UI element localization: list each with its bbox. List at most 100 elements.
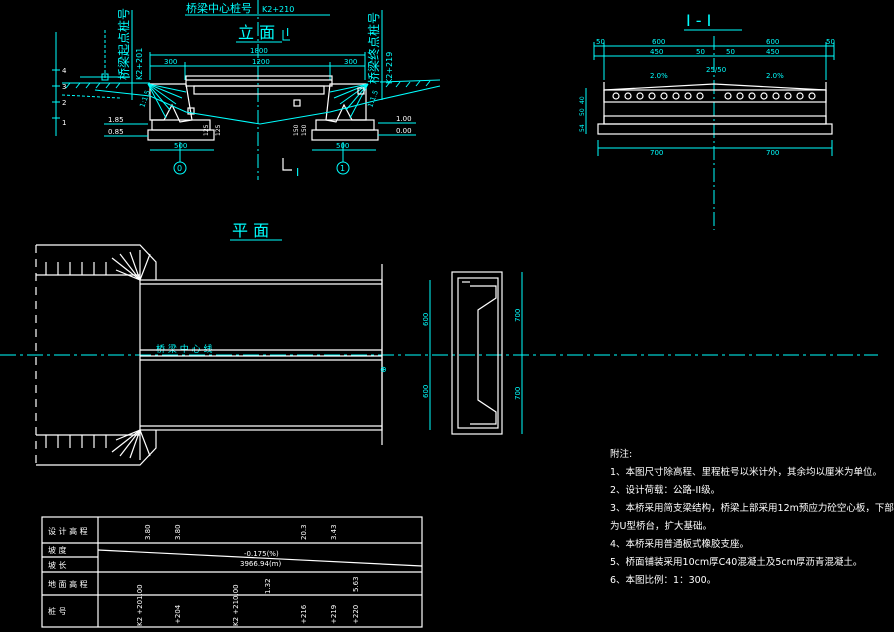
row-label-ground: 地 面 高 程: [48, 579, 88, 589]
section-bottom-dim-2: 700: [766, 149, 779, 157]
ruler-mark-4: 4: [62, 67, 67, 75]
section-view: I - I 50 600 600 50 450 50 50 450 2.0% 2…: [579, 11, 835, 230]
section-subdim-1: 450: [650, 48, 663, 56]
slab-beam: [193, 85, 325, 95]
plan-center-label: 桥 梁 中 心 线: [156, 343, 212, 355]
section-subdim-3: 50: [726, 48, 735, 56]
section-slope-left: 2.0%: [650, 72, 668, 80]
design-elev-4: 3.43: [330, 524, 338, 540]
ground-elev-1: 1.32: [264, 578, 272, 594]
ground-hatch: [65, 80, 431, 89]
section-bottom-dim-1: 700: [650, 149, 663, 157]
height-1: 125: [215, 124, 222, 136]
section-dim-2: 600: [652, 38, 665, 46]
design-elev-3: 20.3: [300, 524, 308, 540]
stake-6: +220: [352, 605, 360, 624]
height-2: 150: [293, 124, 300, 136]
plan-dim-a-1: 600: [422, 313, 430, 326]
plan-ruler-top: [36, 262, 140, 276]
dim-mid: 1200: [252, 58, 270, 66]
start-stake-label: 桥梁起点桩号: [116, 8, 131, 80]
section-mark-top: I: [286, 26, 289, 39]
plan-dim-a-2: 600: [422, 385, 430, 398]
note-item-6: 6、本图比例：1：300。: [610, 575, 717, 586]
footing-right-top: [315, 119, 375, 131]
design-elev-2: 3.80: [174, 524, 182, 540]
note-item-3: 3、本桥采用简支梁结构，桥梁上部采用12m预应力砼空心板，下部: [610, 503, 894, 514]
level-right-2: 0.00: [396, 127, 412, 135]
note-item-3-cont: 为U型桥台，扩大基础。: [610, 521, 712, 532]
dim-right: 300: [344, 58, 357, 66]
level-right-1: 1.00: [396, 115, 412, 123]
section-side-dim-2: 50: [579, 108, 586, 116]
section-slope-right: 2.0%: [766, 72, 784, 80]
end-stake-group: 桥梁终点桩号: [366, 12, 381, 84]
ruler-mark-1: 1: [62, 119, 66, 127]
footing-right-bottom: [311, 129, 379, 141]
note-item-4: 4、本桥采用普通板式橡胶支座。: [610, 539, 750, 550]
start-stake-group: 桥梁起点桩号: [116, 8, 131, 80]
stake-2: +204: [174, 604, 182, 624]
bearing-left: [187, 107, 195, 115]
start-stake-value: K2+201: [135, 48, 144, 80]
note-item-1: 1、本图尺寸除高程、里程桩号以米计外，其余均以厘米为单位。: [610, 467, 883, 478]
bearing-mid: [293, 99, 301, 107]
row-label-design: 设 计 高 程: [48, 526, 88, 536]
level-left-2: 0.85: [108, 128, 124, 136]
slope-value: -0.175(%): [244, 550, 279, 558]
section-side-dim-3: 54: [579, 124, 586, 132]
slope-hatch-left: [147, 83, 187, 119]
slope-line: [97, 549, 423, 567]
ground-elev-2: 5.63: [352, 576, 360, 592]
dim-total: 1800: [250, 47, 268, 55]
plan-dim-b-2: 700: [514, 387, 522, 400]
stake-3: K2 +210.00: [232, 584, 240, 626]
section-pier-cap: [603, 115, 827, 125]
center-stake-value: K2+210: [262, 5, 294, 14]
stake-5: +219: [330, 605, 338, 624]
bridge-deck: [185, 75, 333, 87]
end-stake-value: K2+219: [385, 52, 394, 84]
section-dim-4: 50: [826, 38, 835, 46]
plan-fan-top: [111, 250, 151, 281]
elevation-title: 立 面: [238, 23, 275, 42]
pier-number-1: 1: [340, 164, 345, 173]
profile-table: 设 计 高 程 坡 度 坡 长 地 面 高 程 桩 号 -0.175(%) 39…: [41, 516, 423, 628]
plan-ruler-bottom: [36, 434, 140, 448]
plan-abutment: [451, 271, 503, 435]
section-deck-top: [603, 82, 827, 91]
pier-number-0: 0: [177, 164, 182, 173]
elevation-view: 立 面 桥梁中心桩号 K2+210 I I 桥梁起点桩号 K2+201 桥梁终点…: [52, 0, 441, 180]
section-cut-bottom: [282, 158, 292, 171]
plan-wingwall-top: [36, 244, 157, 280]
note-item-5: 5、桥面铺装采用10cm厚C40混凝土及5cm厚沥青混凝土。: [610, 557, 863, 568]
slope-hatch-right: [329, 83, 369, 119]
height-4: 150: [301, 124, 308, 136]
pier-marker-1: [336, 161, 350, 175]
slope-length: 3966.94(m): [240, 560, 281, 568]
section-footing: [597, 123, 833, 135]
row-label-slope: 坡 度: [48, 545, 67, 555]
dim-left: 300: [164, 58, 177, 66]
section-dim-1: 50: [596, 38, 605, 46]
notes-block: 附注: 1、本图尺寸除高程、里程桩号以米计外，其余均以厘米为单位。 2、设计荷载…: [610, 446, 894, 590]
plan-abutment-inner: [470, 285, 497, 425]
row-label-length: 坡 长: [48, 560, 67, 570]
ruler-mark-2: 2: [62, 99, 66, 107]
section-slab-voids: [612, 92, 816, 100]
height-3: 125: [203, 124, 210, 136]
plan-small-mark: ⊕: [380, 365, 387, 374]
plan-fan-bottom: [111, 429, 151, 460]
footing-left-bottom: [147, 129, 215, 141]
section-title: I - I: [686, 11, 711, 30]
plan-dim-b-1: 700: [514, 309, 522, 322]
row-label-stake: 桩 号: [48, 606, 67, 616]
section-subdim-4: 450: [766, 48, 779, 56]
ruler-mark-3: 3: [62, 83, 66, 91]
bearing-right: [357, 87, 365, 95]
section-cut-top: [282, 30, 290, 41]
ground-profile: [94, 85, 441, 125]
section-mark-bottom: I: [296, 166, 299, 179]
